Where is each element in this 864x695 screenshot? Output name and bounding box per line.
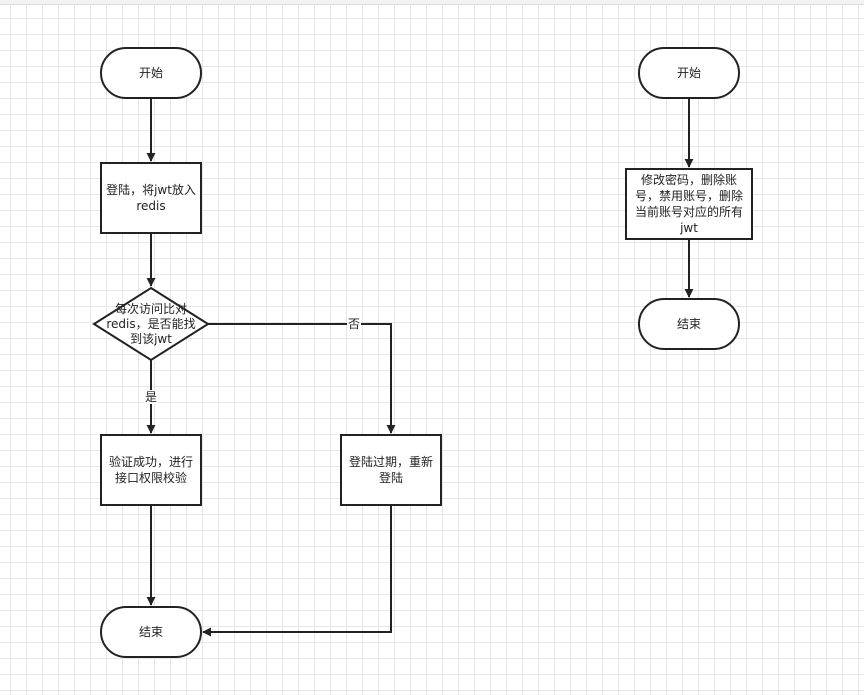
right-end-terminal[interactable] <box>638 298 740 350</box>
right-start-terminal[interactable] <box>638 47 740 99</box>
canvas-top-bar <box>0 0 864 5</box>
edge-decision-no <box>208 323 396 434</box>
left-start-terminal[interactable] <box>100 47 202 99</box>
revoke-jwt-process-box[interactable] <box>625 168 753 240</box>
auth-success-box[interactable] <box>100 434 202 506</box>
edge-label-yes: 是 <box>144 390 159 404</box>
edge-label-no: 否 <box>347 317 362 331</box>
login-expired-box[interactable] <box>340 434 442 506</box>
check-jwt-decision[interactable] <box>92 286 210 362</box>
login-process-box[interactable] <box>100 162 202 234</box>
left-end-terminal[interactable] <box>100 606 202 658</box>
edge-expired-to-end <box>202 505 392 637</box>
